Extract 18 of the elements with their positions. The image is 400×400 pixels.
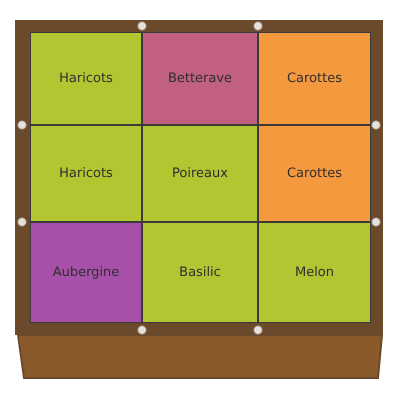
plant-label: Haricots: [59, 166, 113, 181]
plant-label: Betterave: [168, 71, 232, 86]
plant-label: Haricots: [59, 71, 113, 86]
garden-bed-cell: [258, 32, 371, 125]
plant-label: Poireaux: [172, 166, 228, 181]
plant-label: Carottes: [286, 166, 342, 181]
garden-bed-cell: [258, 125, 371, 222]
garden-bed-cell: [30, 125, 142, 222]
garden-bed-cell: [142, 125, 258, 222]
plant-label: Melon: [294, 265, 334, 280]
garden-bed-cell: [258, 222, 371, 323]
plant-label: Basilic: [179, 265, 221, 280]
garden-bed-cell: [142, 222, 258, 323]
plant-label: Aubergine: [52, 265, 120, 280]
plant-label: Carottes: [286, 71, 342, 86]
garden-bed-cell: [30, 32, 142, 125]
garden-bed-cell: [142, 32, 258, 125]
garden-bed-cell: [30, 222, 142, 323]
